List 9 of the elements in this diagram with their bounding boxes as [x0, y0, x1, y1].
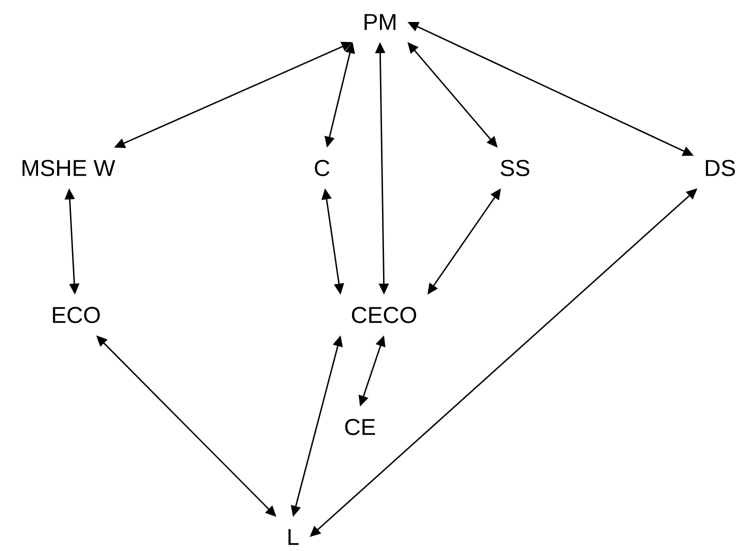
node-label: ECO — [52, 306, 100, 324]
node-label: C — [314, 160, 330, 176]
node-label: PM — [364, 14, 396, 30]
node-label: L — [288, 529, 299, 545]
node-label: DS — [706, 160, 735, 176]
node-label: SS — [500, 160, 530, 176]
node-label: CE — [345, 418, 375, 436]
node-label: MSHE W — [22, 160, 116, 176]
node-label: CECO — [352, 306, 416, 324]
